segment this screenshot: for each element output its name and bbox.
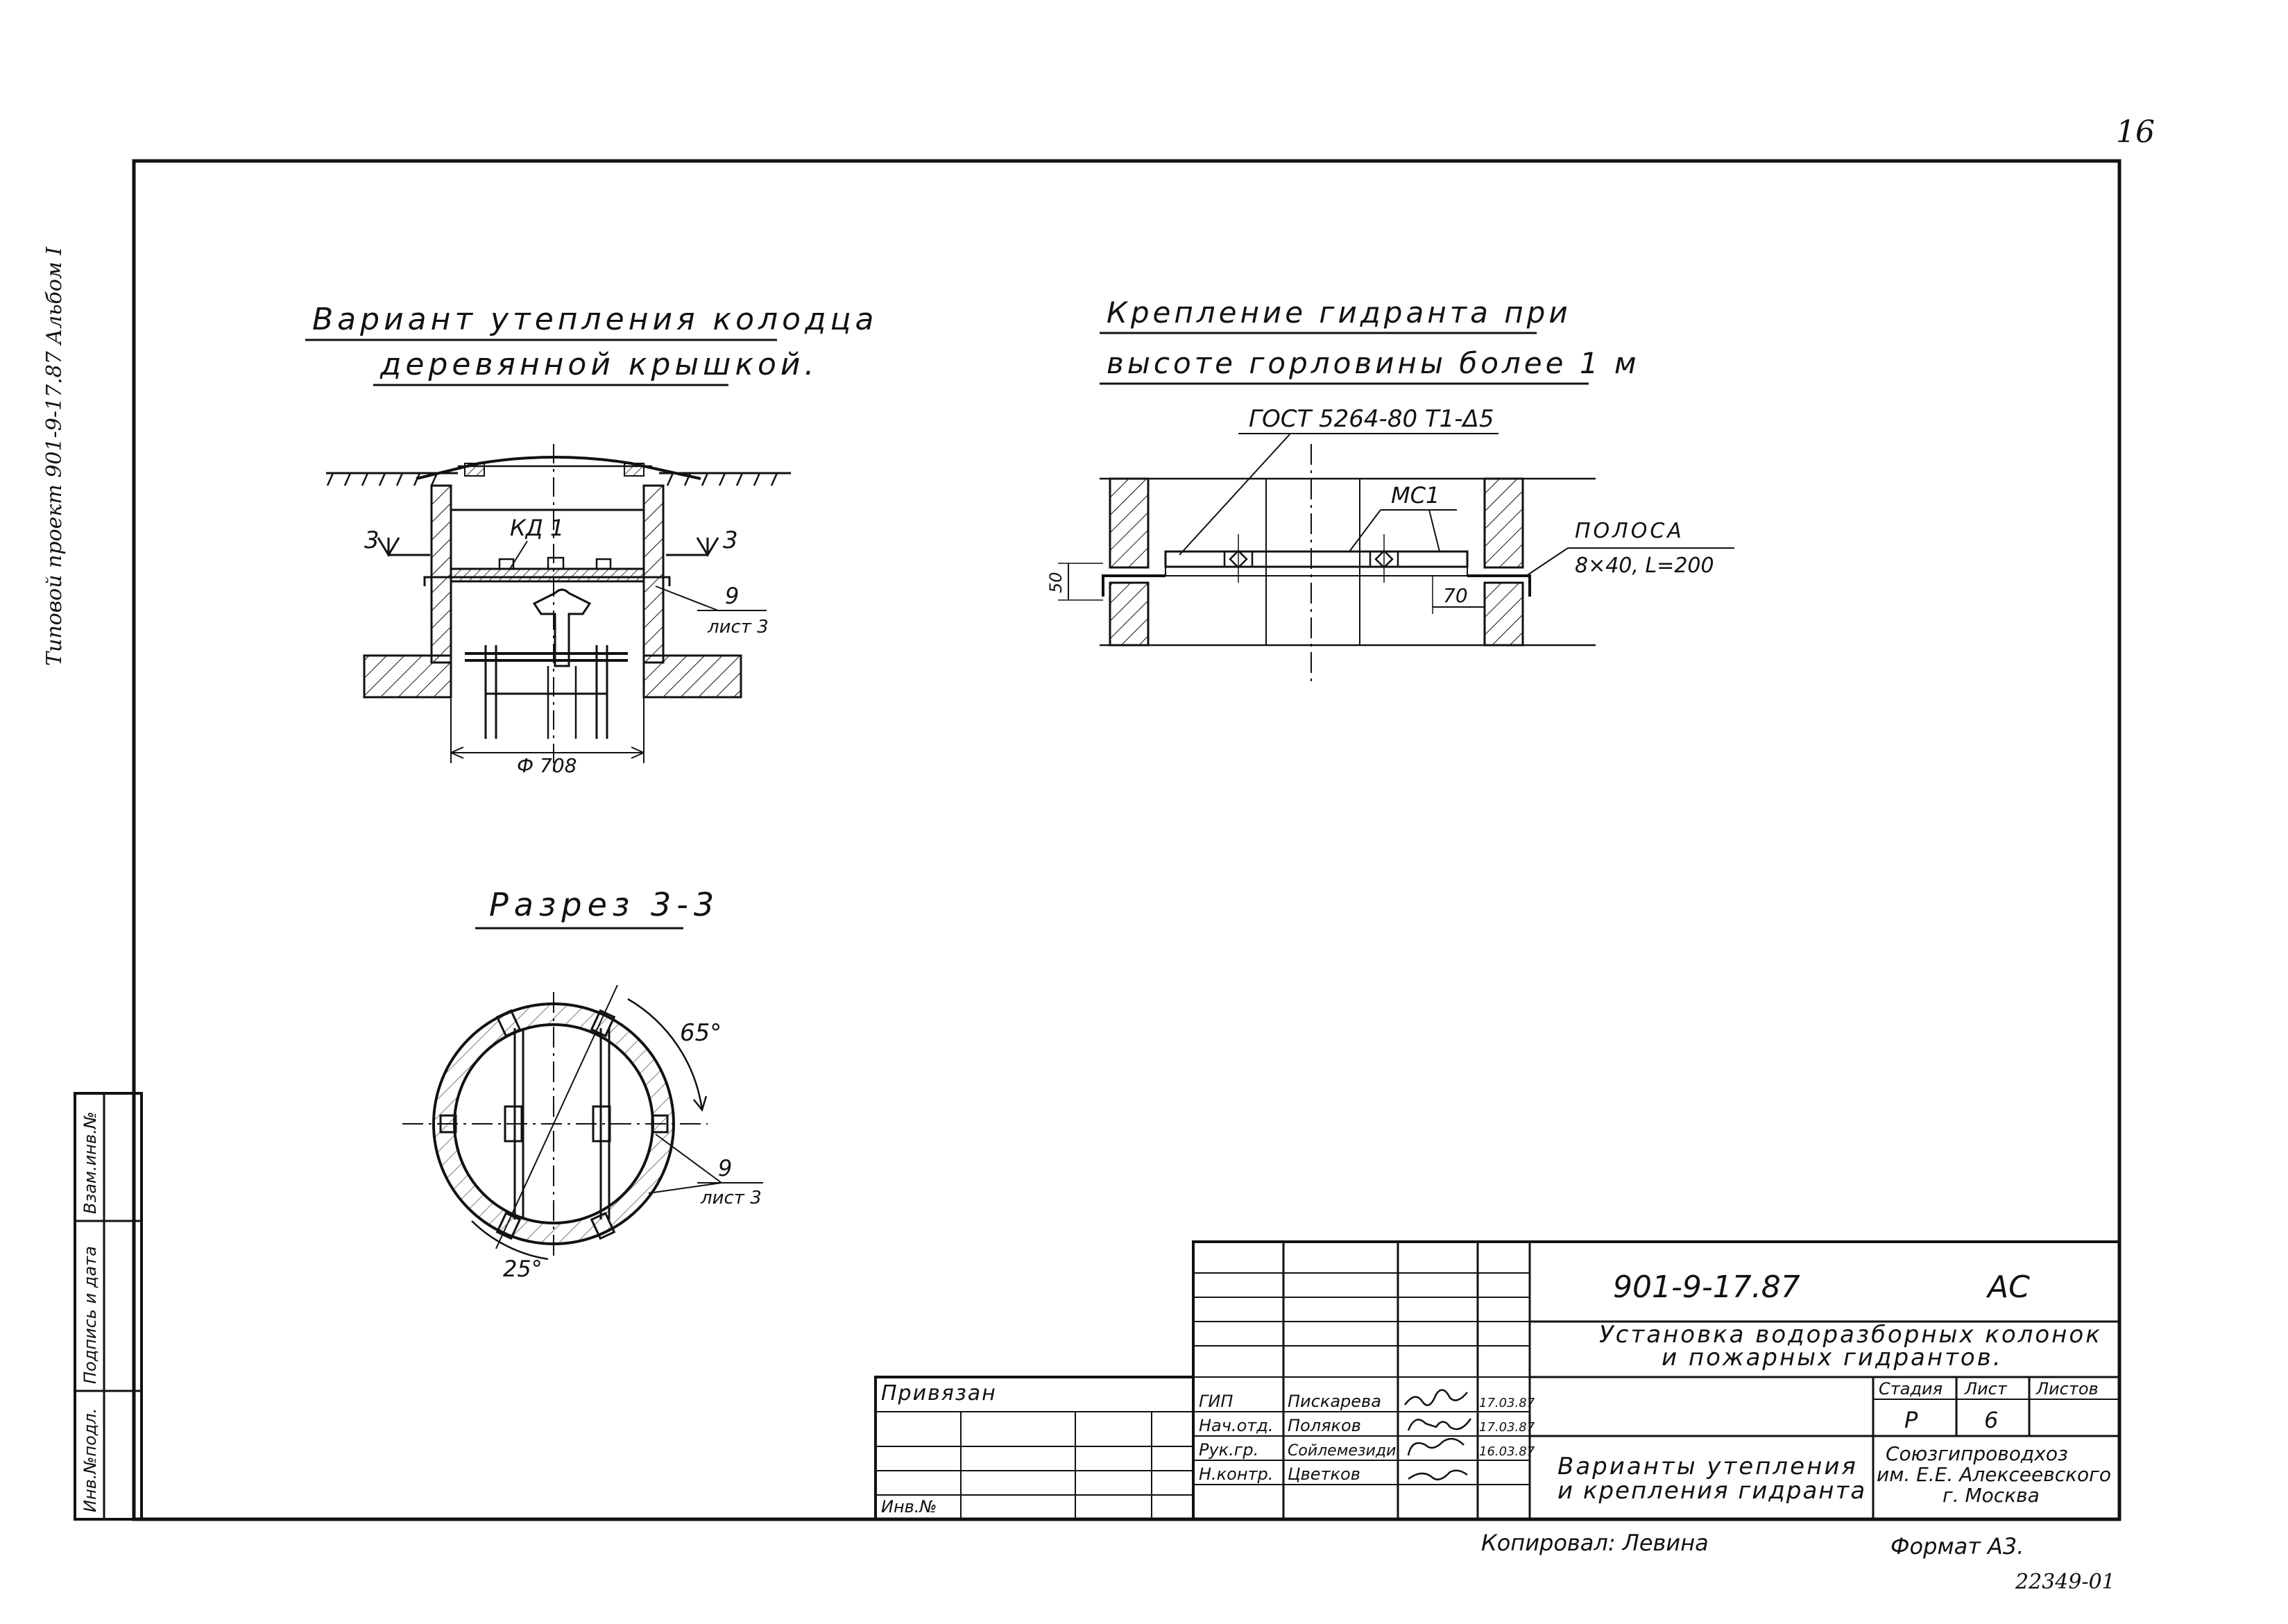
binding-block: Привязан Инв.№ [874,1376,1195,1521]
sig-date-1: 17.03.87 [1479,1396,1535,1410]
sheet-value: 6 [1984,1407,1998,1433]
well-variant-view: Вариант утепления колодца деревянной кры… [305,302,878,777]
order-number: 22349-01 [2015,1570,2115,1594]
sig-date-2: 17.03.87 [1479,1420,1535,1435]
header-stage: Стадия [1879,1379,1943,1399]
strip-label-2: 8×40, L=200 [1575,554,1714,578]
drawing-mark: АС [1986,1270,2030,1305]
inv-label: Инв.№ [881,1497,937,1516]
section-mark-left: 3 [364,527,379,554]
sig-role-3: Рук.гр. [1199,1440,1258,1460]
section-callout-number: 9 [718,1155,732,1181]
side-project-label: Типовой проект 901-9-17.87 Альбом I [42,246,67,666]
hydrant-fixing-title-1: Крепление гидранта при [1107,296,1571,330]
org-line-2: им. Е.Е. Алексеевского [1877,1463,2111,1486]
project-title-2: и пожарных гидрантов. [1662,1344,2003,1371]
sheet-format: Формат А3. [1890,1533,2024,1559]
sig-name-3: Сойлемезиди [1288,1442,1396,1460]
weld-note: ГОСТ 5264-80 Т1-Δ5 [1249,405,1494,433]
stage-value: Р [1904,1407,1918,1433]
project-code: 901-9-17.87 [1613,1270,1800,1305]
dim-50: 50 [1046,572,1066,593]
signature-scribble-3 [1407,1437,1465,1456]
signature-scribble-1 [1404,1389,1468,1406]
signature-scribble-4 [1408,1469,1468,1480]
sig-role-1: ГИП [1199,1392,1233,1411]
signature-scribble-2 [1407,1418,1472,1431]
angle-65: 65° [680,1019,722,1047]
org-line-1: Союзгипроводхоз [1886,1442,2068,1465]
stamp-replaced-inv: Взам.инв.№ [80,1111,100,1214]
section-callout-sheet: лист 3 [700,1188,762,1208]
callout-9-sheet: лист 3 [707,617,769,638]
label-mc1: МС1 [1391,482,1440,508]
well-variant-title-1: Вариант утепления колодца [312,302,878,337]
stamp-inv-original: Инв.№подл. [80,1408,100,1512]
title-block: 901-9-17.87 АС Установка водоразборных к… [1192,1240,2121,1521]
hydrant-fixing-title-2: высоте горловины более 1 м [1107,346,1640,380]
sig-role-2: Нач.отд. [1199,1416,1273,1435]
page-number: 16 [2116,114,2155,150]
hydrant-fixing-view: Крепление гидранта при высоте горловины … [1046,296,1734,683]
sig-name-1: Пискарева [1288,1392,1381,1411]
section-title: Разрез 3-3 [489,886,719,923]
well-variant-title-2: деревянной крышкой. [379,347,819,382]
project-title-1: Установка водоразборных колонок [1599,1321,2102,1349]
copied-by: Копировал: Левина [1481,1530,1709,1556]
section-3-3-view: Разрез 3-3 65° 25° 9 [402,886,763,1282]
sheet-title-1: Варианты утепления [1557,1453,1858,1480]
diameter-label: Ф 708 [517,754,577,777]
sig-date-3: 16.03.87 [1479,1444,1535,1459]
left-stamp: Инв.№подл. Подпись и дата Взам.инв.№ [74,1092,143,1521]
stamp-signature-date: Подпись и дата [80,1246,100,1384]
sig-name-2: Поляков [1288,1416,1361,1435]
sheet-title-2: и крепления гидранта [1557,1477,1866,1505]
sig-role-4: Н.контр. [1199,1464,1273,1484]
sig-name-4: Цветков [1288,1464,1360,1484]
strip-label-1: ПОЛОСА [1575,519,1684,543]
callout-9-number: 9 [725,583,739,609]
dim-70: 70 [1443,584,1468,607]
org-line-3: г. Москва [1943,1484,2040,1507]
bound-label: Привязан [881,1381,997,1405]
header-sheet: Лист [1964,1379,2008,1399]
label-kd1: КД 1 [510,515,564,541]
angle-25: 25° [503,1256,543,1282]
section-mark-right: 3 [723,527,738,554]
header-sheets: Листов [2035,1379,2099,1399]
